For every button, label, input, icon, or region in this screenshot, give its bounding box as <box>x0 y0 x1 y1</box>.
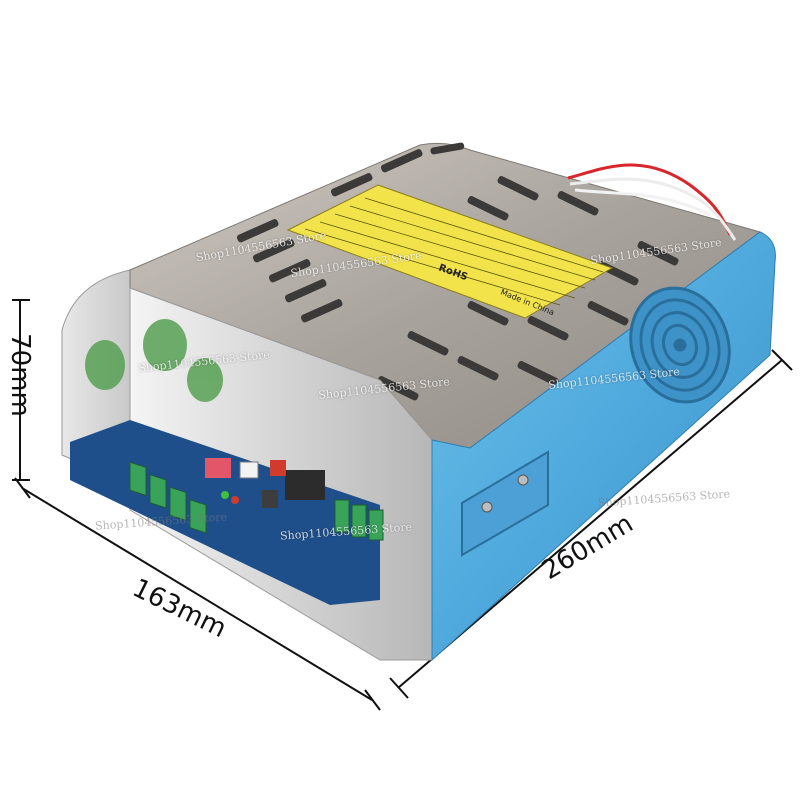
led-green <box>221 491 229 499</box>
pcb-blur-components <box>85 319 223 402</box>
led-red <box>231 496 239 504</box>
relay <box>270 460 286 476</box>
push-switch <box>262 490 278 508</box>
screw-1 <box>481 501 493 513</box>
spec-label: RoHS Made in China <box>286 184 614 319</box>
fan-grille <box>629 286 731 404</box>
output-wires <box>567 163 737 241</box>
connector <box>239 461 259 479</box>
circuit-board <box>70 319 384 605</box>
vent-slots <box>236 142 679 401</box>
transformer <box>285 470 325 500</box>
screw-2 <box>517 474 529 486</box>
mounting-plate <box>461 450 549 557</box>
terminal-block-left <box>129 461 207 534</box>
dip-switch <box>205 458 231 478</box>
terminal-block-right <box>334 499 384 541</box>
height-dimension-label: 70mm <box>4 333 35 417</box>
